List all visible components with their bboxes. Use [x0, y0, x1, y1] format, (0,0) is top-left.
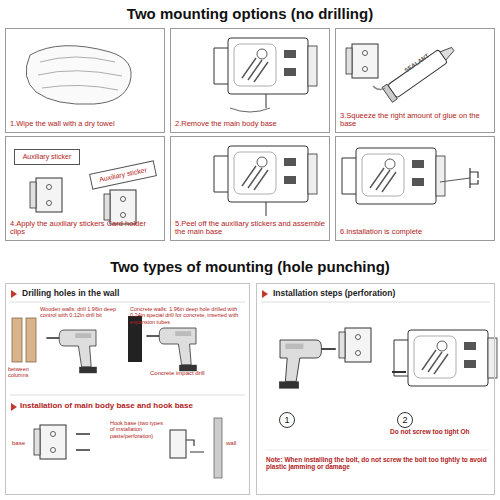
bullet-triangle — [11, 403, 17, 411]
step-panel: 2.Remove the main body base — [170, 28, 330, 133]
part-label: wall — [226, 440, 248, 447]
card-clip — [30, 178, 62, 212]
rope — [230, 108, 270, 112]
drill — [46, 330, 96, 373]
towel-fold — [38, 57, 122, 90]
step-caption: 2.Remove the main body base — [175, 120, 327, 129]
main-device — [214, 38, 317, 94]
step-panel: 4.Apply the auxiliary stickers Card hold… — [5, 136, 165, 241]
step-caption: 5.Peel off the auxiliary stickers and as… — [175, 220, 327, 237]
wood-plank — [26, 318, 36, 362]
screw — [76, 434, 90, 450]
section-title: Two types of mounting (hole punching) — [0, 258, 500, 275]
divider — [261, 302, 490, 303]
divider — [265, 450, 490, 451]
bullet-triangle — [11, 290, 17, 298]
wood-plank — [12, 318, 22, 362]
part-label: Hook base (two types of installation pas… — [110, 420, 168, 439]
step-caption: 3.Squeeze the right amount of glue on th… — [340, 112, 492, 129]
note-text: Concrete walls: 1.96in deep hole drilled… — [130, 306, 245, 325]
step-panel: 1.Wipe the wall with a dry towel — [5, 28, 165, 133]
sticker-label: Auxiliary sticker — [91, 164, 155, 185]
sticker-box: Auxiliary sticker — [14, 149, 80, 165]
section-heading: Installation steps (perforation) — [273, 289, 490, 299]
base-bracket — [346, 44, 378, 78]
step-number: 2 — [398, 415, 412, 425]
hook-base — [170, 430, 186, 458]
hook — [470, 168, 478, 188]
part-label: Concrete impact drill — [150, 370, 240, 377]
hook — [186, 440, 204, 452]
divider — [10, 395, 245, 396]
part-label: base — [12, 440, 36, 447]
divider — [10, 302, 245, 303]
step-number: 1 — [280, 415, 294, 425]
main-device — [214, 146, 317, 202]
section-heading: Drilling holes in the wall — [22, 289, 245, 299]
impact-drill — [146, 328, 196, 371]
main-base — [34, 425, 66, 459]
sticker-label: Auxiliary sticker — [15, 153, 79, 161]
lanyard — [266, 94, 267, 108]
step-caption: 4.Apply the auxiliary stickers Card hold… — [10, 220, 162, 237]
clothesline — [440, 178, 470, 182]
step-panel: 3.Squeeze the right amount of glue on th… — [335, 28, 495, 133]
title: Two mounting options (no drilling) — [0, 5, 500, 22]
step-number-circle: 1 — [279, 412, 295, 428]
step-panel: 6.Installation is complete — [335, 136, 495, 241]
section-heading: Installation of main body base and hook … — [20, 401, 245, 410]
step-number-circle: 2 — [397, 412, 413, 428]
bullet-triangle — [262, 290, 268, 298]
glue-drop — [373, 86, 385, 90]
step-caption: 6.Installation is complete — [340, 228, 492, 237]
lanyard — [266, 202, 267, 216]
drill — [279, 340, 336, 389]
note-text: Note: When installing the bolt, do not s… — [266, 456, 490, 471]
step-panel: 5.Peel off the auxiliary stickers and as… — [170, 136, 330, 241]
glue-tube — [382, 42, 458, 103]
section-box: Installation steps (perforation) 1 2 — [256, 283, 495, 495]
part-label: between columns — [8, 366, 48, 379]
main-device — [394, 330, 497, 386]
sticker-box: Auxiliary sticker — [89, 160, 157, 189]
towel — [26, 46, 131, 105]
wall-section — [214, 418, 222, 478]
warning-label: Do not screw too tight Oh — [390, 428, 490, 435]
main-device — [342, 148, 445, 204]
step-caption: 1.Wipe the wall with a dry towel — [10, 120, 162, 129]
base-bracket — [339, 328, 371, 362]
note-text: Wooden walls: drill 1.96in deep control … — [40, 306, 125, 319]
screw — [392, 371, 406, 373]
